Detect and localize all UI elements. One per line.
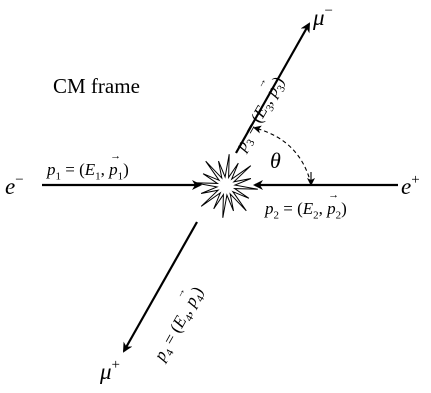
angle-label: θ (270, 148, 281, 173)
mu-plus-arrow (123, 221, 198, 353)
p1-label: p1 = (E1, p→1) (47, 150, 129, 183)
e-plus-label: e+ (401, 172, 420, 199)
mu-minus-arrow (235, 22, 310, 154)
angle-arc (253, 125, 312, 185)
mu-minus-label: μ− (313, 3, 334, 30)
e-minus-label: e− (5, 172, 24, 199)
collision-burst-icon (194, 154, 258, 218)
frame-label: CM frame (53, 74, 140, 98)
mu-plus-label: μ+ (100, 357, 121, 384)
p2-label: p2 = (E2, p→2) (265, 189, 347, 222)
